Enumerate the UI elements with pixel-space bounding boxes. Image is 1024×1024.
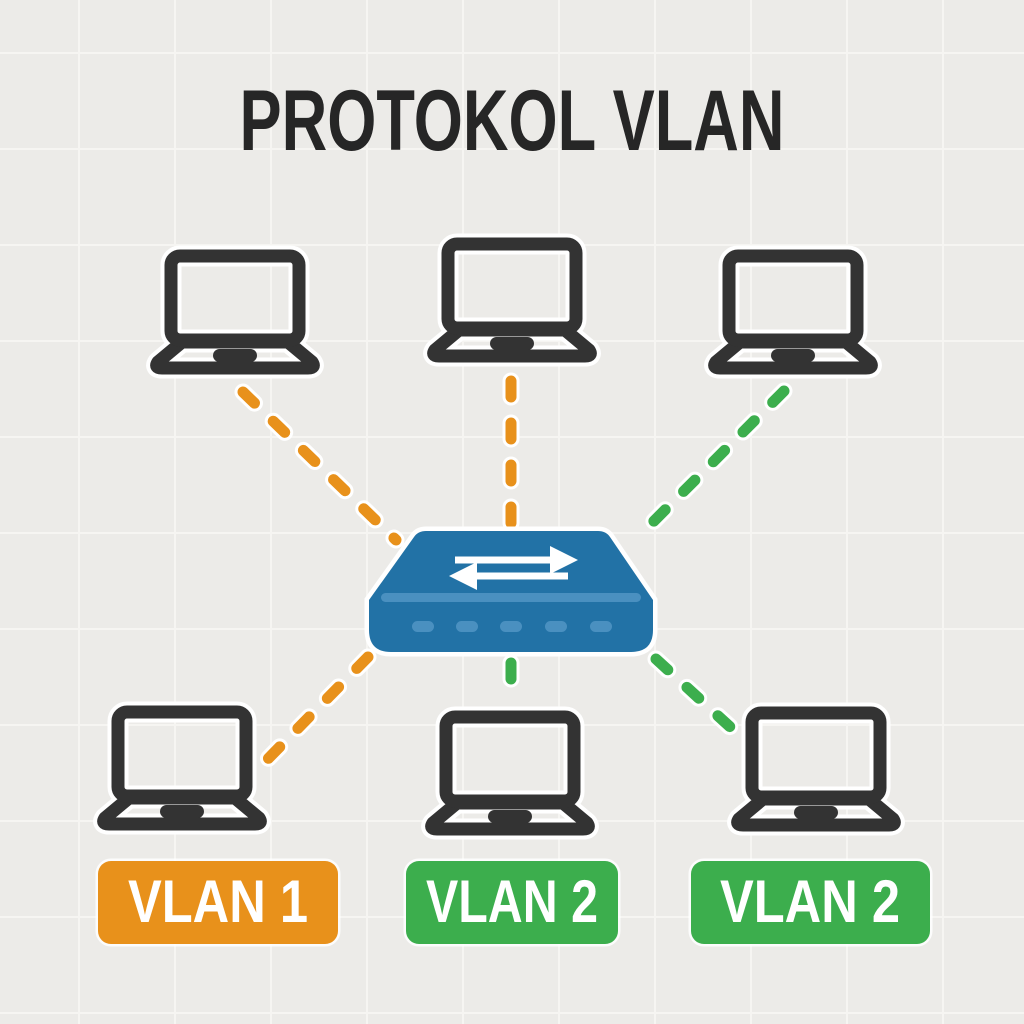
connection-line-bottom-right-vlan2 xyxy=(650,653,746,742)
vlan-badge-3: VLAN 2 xyxy=(688,858,933,947)
connection-line-top-right-vlan2 xyxy=(630,385,790,545)
bidirectional-arrow-icon xyxy=(449,546,578,590)
switch-stripe xyxy=(381,593,641,602)
connection-line-bottom-left-vlan1 xyxy=(251,651,374,776)
network-switch-icon xyxy=(364,526,658,657)
vlan-badge-1-background xyxy=(95,858,341,947)
vlan-badge-2-label: VLAN 2 xyxy=(426,868,598,935)
connection-line-top-left-vlan1 xyxy=(237,386,402,546)
laptop-icon-bottom-left xyxy=(104,712,261,824)
switch-details xyxy=(381,593,641,632)
vlan-badge-3-background xyxy=(688,858,933,947)
vlan-badge-2-background xyxy=(403,858,621,947)
laptop-icon-top-center xyxy=(434,244,591,356)
laptop-icon-bottom-right xyxy=(738,713,895,825)
switch-ports xyxy=(412,621,612,632)
laptop-icon-bottom-center xyxy=(432,717,589,829)
vlan-badge-1-label: VLAN 1 xyxy=(128,868,308,935)
switch-body xyxy=(364,526,658,657)
connections xyxy=(237,375,790,776)
laptop-icon-top-right xyxy=(715,256,872,368)
vlan-badge-2: VLAN 2 xyxy=(403,858,621,947)
vlan-badges: VLAN 1 VLAN 2 VLAN 2 xyxy=(95,858,933,947)
page-title: PROTOKOL VLAN xyxy=(240,73,785,169)
laptop-icon-top-left xyxy=(157,256,314,368)
vlan-badge-3-label: VLAN 2 xyxy=(720,868,900,935)
vlan-badge-1: VLAN 1 xyxy=(95,858,341,947)
